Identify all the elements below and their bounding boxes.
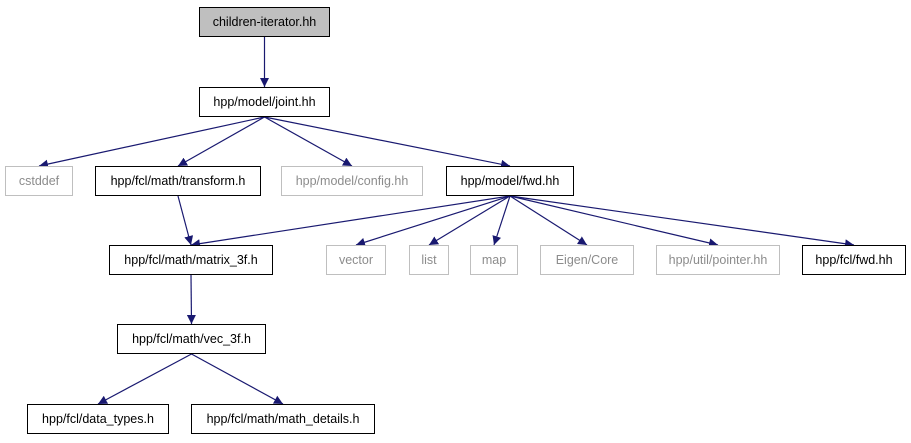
edge-joint-to-transform: [177, 116, 265, 167]
node-hpp-model-fwd-hh[interactable]: hpp/model/fwd.hh: [446, 166, 574, 196]
edge-matrix3f-to-vec3f: [186, 274, 196, 325]
edge-fwd_model-to-matrix3f: [190, 195, 511, 249]
node-children-iterator-hh: children-iterator.hh: [199, 7, 330, 37]
edge-fwd_model-to-fwd_fcl: [509, 195, 855, 249]
node-hpp-fcl-math-vec-3f-h[interactable]: hpp/fcl/math/vec_3f.h: [117, 324, 266, 354]
edge-vec3f-to-math_details: [191, 353, 284, 405]
node-eigen-core: Eigen/Core: [540, 245, 634, 275]
node-vector: vector: [326, 245, 386, 275]
node-cstddef: cstddef: [5, 166, 73, 196]
edge-fwd_model-to-pointer: [509, 195, 719, 248]
node-hpp-fcl-math-math-details-h[interactable]: hpp/fcl/math/math_details.h: [191, 404, 375, 434]
node-hpp-fcl-data-types-h[interactable]: hpp/fcl/data_types.h: [27, 404, 169, 434]
edge-joint-to-config: [264, 116, 353, 167]
node-list: list: [409, 245, 449, 275]
edge-joint-to-cstddef: [38, 116, 265, 169]
node-hpp-fcl-math-transform-h[interactable]: hpp/fcl/math/transform.h: [95, 166, 261, 196]
node-hpp-model-joint-hh[interactable]: hpp/model/joint.hh: [199, 87, 330, 117]
node-hpp-model-config-hh: hpp/model/config.hh: [281, 166, 423, 196]
node-hpp-fcl-math-matrix-3f-h[interactable]: hpp/fcl/math/matrix_3f.h: [109, 245, 273, 275]
node-hpp-util-pointer-hh: hpp/util/pointer.hh: [656, 245, 780, 275]
node-map: map: [470, 245, 518, 275]
edge-fwd_model-to-list: [428, 195, 511, 246]
node-hpp-fcl-fwd-hh[interactable]: hpp/fcl/fwd.hh: [802, 245, 906, 275]
edge-vec3f-to-data_types: [97, 353, 192, 405]
edge-fwd_model-to-map: [492, 195, 511, 246]
edge-fwd_model-to-eigen: [509, 195, 588, 246]
edge-fwd_model-to-vector: [355, 195, 511, 247]
edge-transform-to-matrix3f: [177, 195, 194, 246]
edge-joint-to-fwd_model: [264, 116, 511, 169]
